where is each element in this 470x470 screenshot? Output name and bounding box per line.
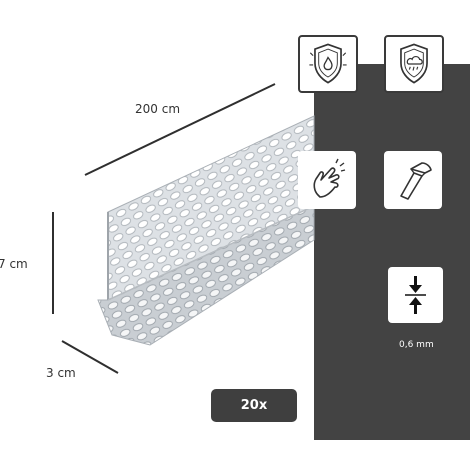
width-dimension-line <box>61 340 119 374</box>
length-dimension-line <box>84 83 276 176</box>
thickness-label: 0,6 mm <box>399 340 434 350</box>
length-label: 200 cm <box>135 102 181 116</box>
quantity-badge: 20x <box>211 389 297 422</box>
thickness-arrows-icon <box>388 267 443 323</box>
hand-snap-icon <box>298 151 356 209</box>
width-label: 3 cm <box>46 366 76 380</box>
height-label: 7 cm <box>0 257 28 271</box>
hammer-icon <box>384 151 442 209</box>
shield-storm-icon <box>384 35 444 93</box>
shield-fire-icon <box>298 35 358 93</box>
dark-feature-panel <box>314 64 470 440</box>
